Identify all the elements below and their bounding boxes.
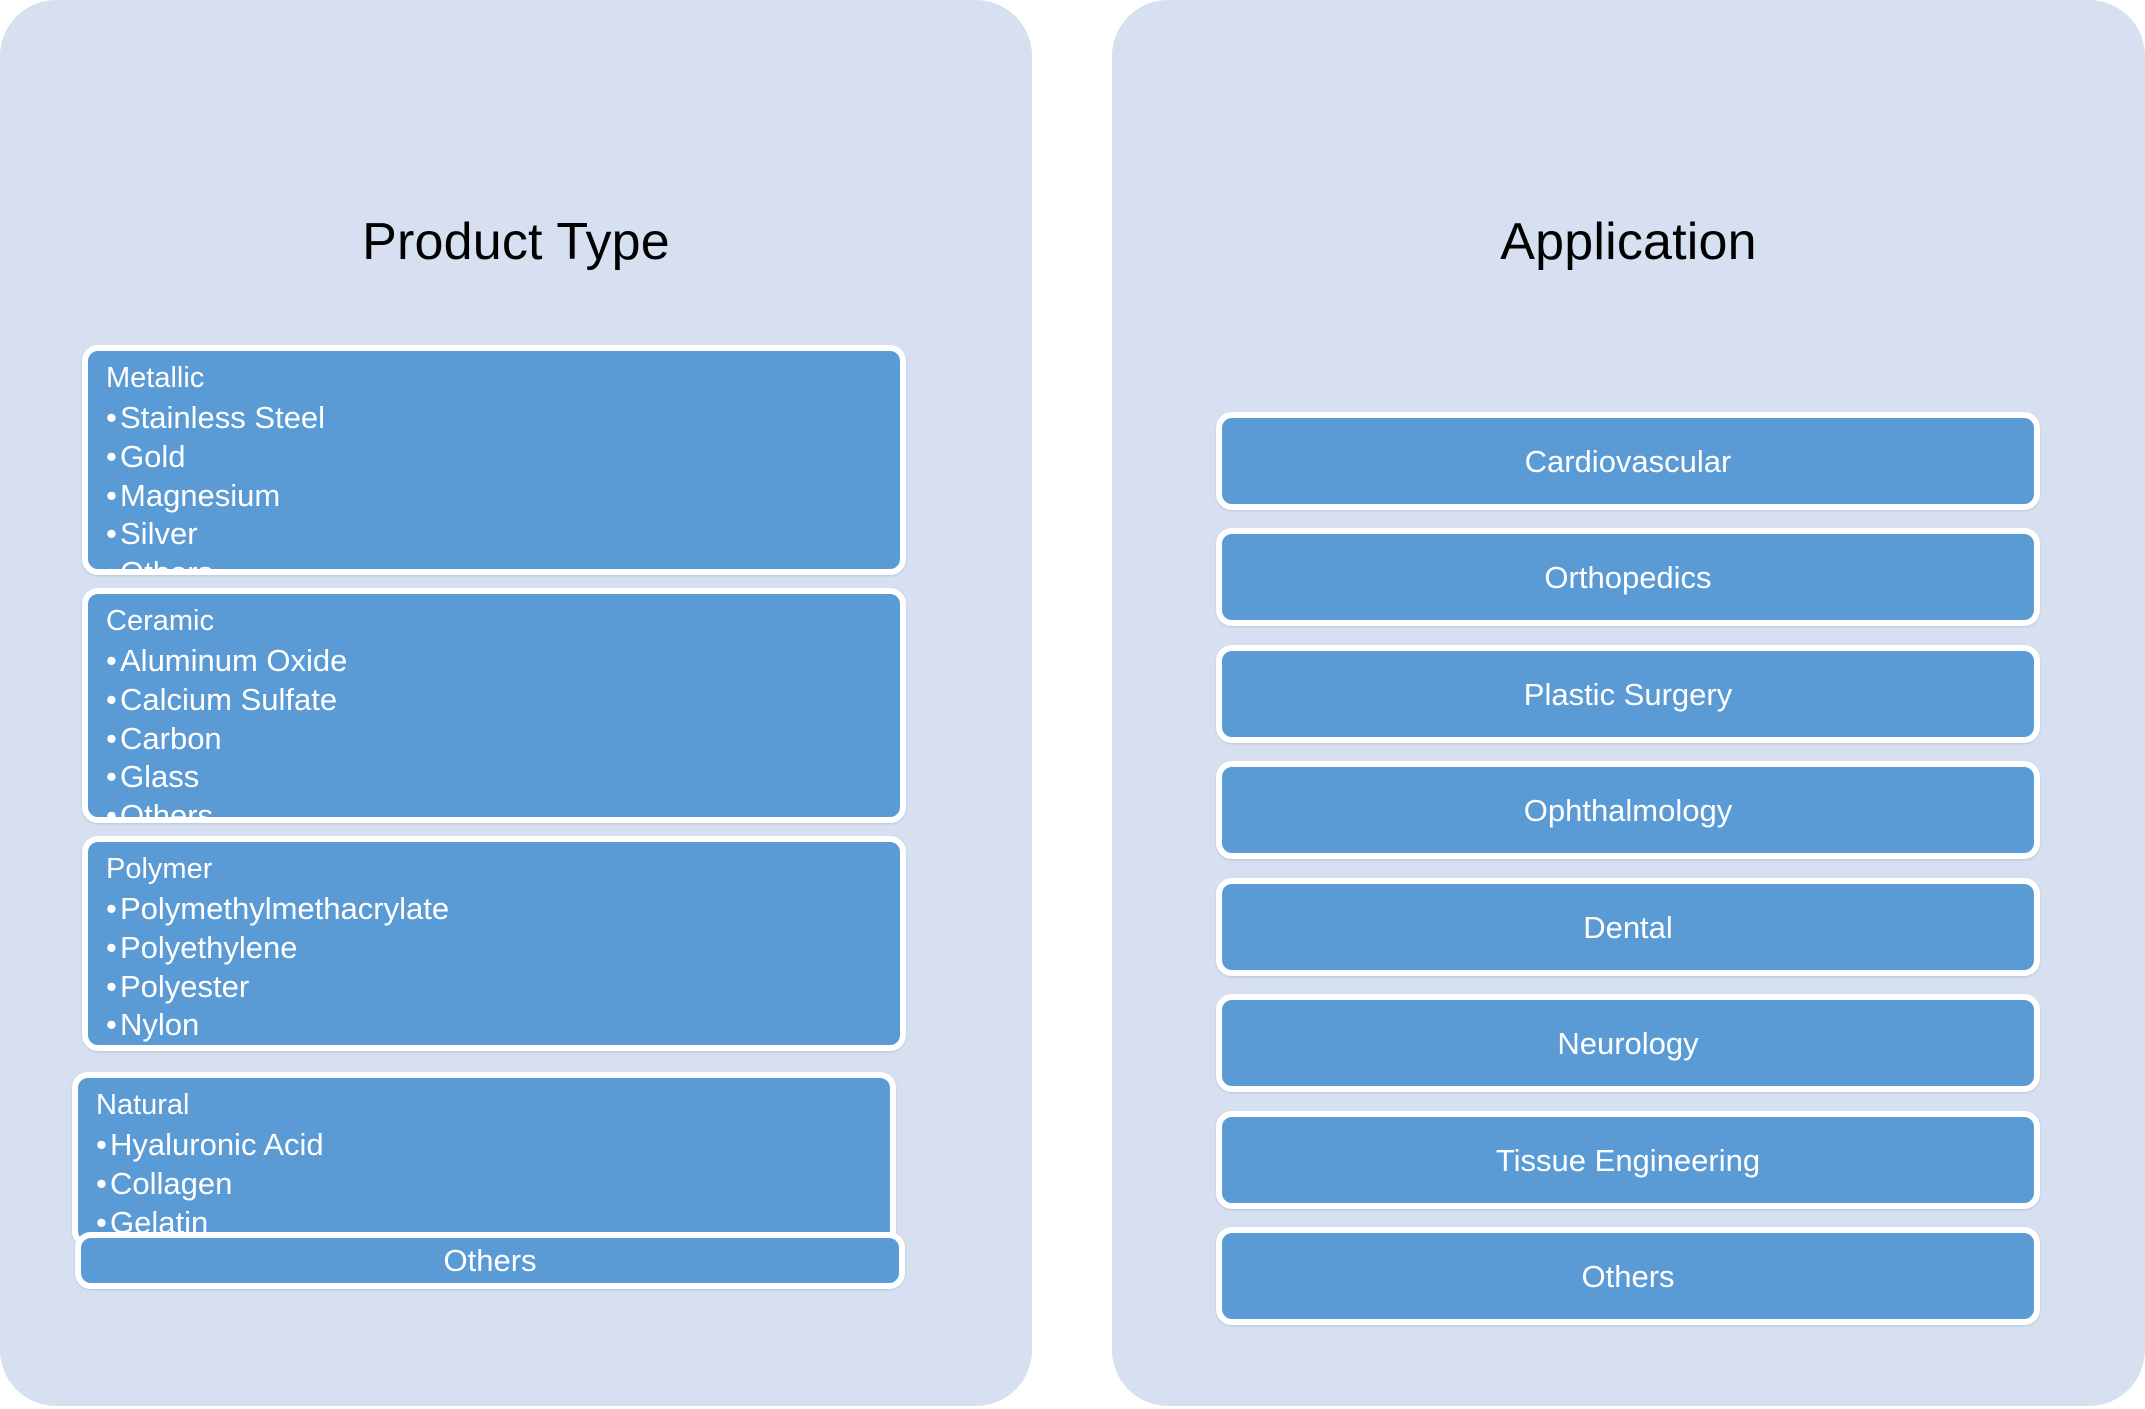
category-item-list: Hyaluronic Acid Collagen Gelatin Fibrin … bbox=[96, 1127, 890, 1241]
list-item: Nylon bbox=[106, 1008, 900, 1043]
list-item: Collagen bbox=[96, 1166, 890, 1202]
card-label: Others bbox=[1581, 1258, 1675, 1294]
list-item: Gold bbox=[106, 439, 900, 475]
category-card-ceramic[interactable]: Ceramic Aluminum Oxide Calcium Sulfate C… bbox=[82, 588, 906, 823]
list-item: Others bbox=[106, 555, 900, 569]
application-bar-dental[interactable]: Dental bbox=[1216, 878, 2040, 976]
application-bar-others[interactable]: Others bbox=[1216, 1227, 2040, 1325]
category-title: Ceramic bbox=[106, 605, 214, 637]
card-label: Others bbox=[443, 1243, 537, 1278]
list-item: Glass bbox=[106, 760, 900, 795]
card-label: Dental bbox=[1583, 909, 1673, 945]
category-title: Polymer bbox=[106, 853, 213, 885]
category-item-list: Stainless Steel Gold Magnesium Silver Ot… bbox=[106, 400, 900, 569]
application-bar-cardiovascular[interactable]: Cardiovascular bbox=[1216, 412, 2040, 510]
category-item-list: Aluminum Oxide Calcium Sulfate Carbon Gl… bbox=[106, 643, 900, 817]
card-label: Orthopedics bbox=[1544, 559, 1712, 595]
list-item: Hyaluronic Acid bbox=[96, 1127, 890, 1163]
category-card-metallic[interactable]: Metallic Stainless Steel Gold Magnesium … bbox=[82, 345, 906, 575]
list-item: Magnesium bbox=[106, 478, 900, 514]
list-item: Others bbox=[106, 1047, 900, 1051]
list-item: Polyester bbox=[106, 969, 900, 1005]
category-card-polymer[interactable]: Polymer Polymethylmethacrylate Polyethyl… bbox=[82, 836, 906, 1051]
list-item: Polymethylmethacrylate bbox=[106, 891, 900, 927]
list-item: Silver bbox=[106, 517, 900, 552]
panel-title-product-type: Product Type bbox=[362, 213, 670, 272]
card-label: Cardiovascular bbox=[1524, 443, 1732, 479]
list-item: Carbon bbox=[106, 721, 900, 757]
panel-product-type: Product Type Metallic Stainless Steel Go… bbox=[0, 0, 1032, 1406]
list-item: Calcium Sulfate bbox=[106, 682, 900, 718]
list-item: Stainless Steel bbox=[106, 400, 900, 436]
list-item: Polyethylene bbox=[106, 930, 900, 966]
category-title: Natural bbox=[96, 1089, 190, 1121]
card-label: Neurology bbox=[1557, 1025, 1699, 1061]
list-item: Aluminum Oxide bbox=[106, 643, 900, 679]
application-bar-orthopedics[interactable]: Orthopedics bbox=[1216, 528, 2040, 626]
category-card-others[interactable]: Others bbox=[75, 1232, 905, 1289]
application-bar-neurology[interactable]: Neurology bbox=[1216, 994, 2040, 1092]
category-item-list: Polymethylmethacrylate Polyethylene Poly… bbox=[106, 891, 900, 1051]
application-bar-ophthalmology[interactable]: Ophthalmology bbox=[1216, 761, 2040, 859]
application-bar-tissue-engineering[interactable]: Tissue Engineering bbox=[1216, 1111, 2040, 1209]
card-label: Plastic Surgery bbox=[1523, 676, 1733, 712]
panel-title-application: Application bbox=[1500, 213, 1757, 272]
card-label: Tissue Engineering bbox=[1495, 1142, 1761, 1178]
category-title: Metallic bbox=[106, 362, 205, 394]
application-bar-plastic-surgery[interactable]: Plastic Surgery bbox=[1216, 645, 2040, 743]
card-label: Ophthalmology bbox=[1523, 792, 1733, 828]
list-item: Others bbox=[106, 798, 900, 817]
category-card-natural[interactable]: Natural Hyaluronic Acid Collagen Gelatin… bbox=[72, 1072, 896, 1247]
